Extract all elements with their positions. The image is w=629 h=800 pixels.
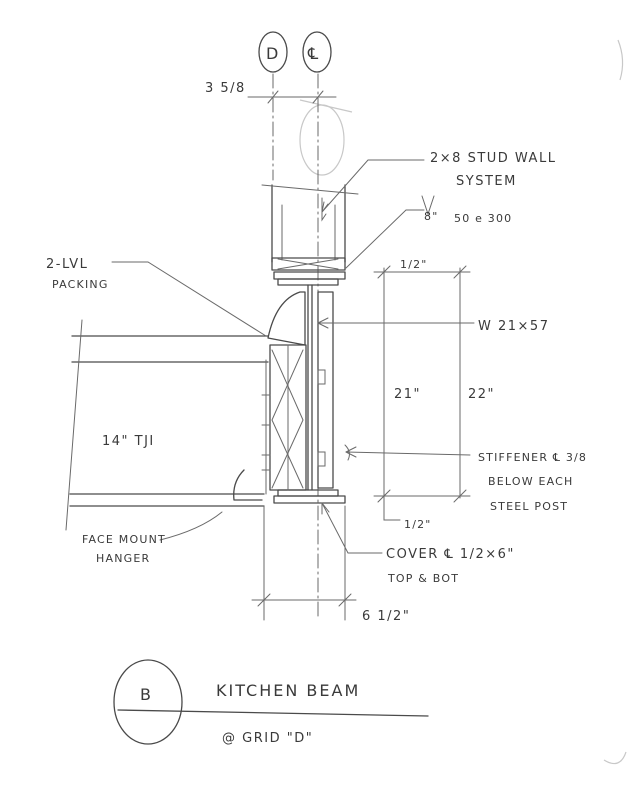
- tick: [377, 489, 391, 503]
- bottom-flange-cover-plate: [273, 495, 346, 504]
- lvl-label-2: PACKING: [52, 278, 109, 291]
- stud-arrow-mark: [321, 197, 327, 222]
- title-text: KITCHEN BEAM: [216, 681, 360, 700]
- arrowhead: [321, 201, 329, 213]
- stiffener-label-1: STIFFENER ℄ 3/8: [478, 451, 587, 464]
- tji-break-line: [65, 319, 83, 531]
- top-flange-cover-plate: [273, 271, 346, 280]
- tick: [257, 593, 271, 607]
- tji-label: 14" TJI: [102, 434, 155, 449]
- stud-wall-label-1: 2×8 STUD WALL: [430, 151, 556, 166]
- plate-hatch: [277, 258, 339, 270]
- tick: [338, 593, 352, 607]
- title-underline: [117, 709, 429, 717]
- half-top-label: 1/2": [400, 258, 428, 271]
- stiffener-bolt: [317, 451, 326, 467]
- half-bottom-label: 1/2": [404, 518, 432, 531]
- tick: [377, 265, 391, 279]
- bottom-flange: [277, 489, 339, 497]
- tick: [453, 489, 467, 503]
- stud-spacing-a: 8": [424, 210, 438, 223]
- grid-bubble-cl: [302, 31, 332, 73]
- beam-label: W 21×57: [478, 319, 549, 334]
- sole-plate: [271, 257, 346, 271]
- cover-label-2: TOP & BOT: [387, 572, 459, 585]
- stud-spacing-b: 50 e 300: [454, 212, 512, 225]
- cover-leader: [321, 502, 383, 554]
- arrowhead: [345, 446, 357, 458]
- cover-label-1: COVER ℄ 1/2×6": [386, 547, 515, 562]
- width-bottom-label: 6 1/2": [362, 609, 410, 624]
- hanger-leader: [159, 511, 223, 541]
- stud-wall-leader: [321, 159, 425, 213]
- arrowhead: [317, 317, 329, 329]
- stud-spacing-leader: [345, 209, 425, 269]
- lvl-packing-wedge: [267, 291, 306, 346]
- scan-ghost-marks: [299, 39, 627, 765]
- stiffener-bolt: [317, 369, 326, 385]
- grid-bubble-d-label: D: [266, 44, 280, 63]
- depth-22-label: 22": [468, 387, 495, 402]
- lvl-label-1: 2-LVL: [46, 257, 88, 272]
- hanger-label-2: HANGER: [96, 552, 150, 565]
- hanger-label-1: FACE MOUNT: [82, 533, 166, 546]
- stud-wall-label-2: SYSTEM: [456, 174, 517, 189]
- spacing-mark: [421, 195, 435, 216]
- detail-bubble: [113, 659, 183, 745]
- hanger-nails: [261, 394, 271, 471]
- top-offset-label: 3 5/8: [205, 81, 246, 96]
- stiffener-leader: [345, 451, 471, 456]
- depth-21-label: 21": [394, 387, 421, 402]
- stiffener-plate: [317, 291, 334, 489]
- stud-wall-top-line: [261, 184, 359, 195]
- arrowhead: [321, 502, 330, 515]
- stiffener-label-3: STEEL POST: [490, 500, 568, 513]
- stiffener-label-2: BELOW EACH: [488, 475, 574, 488]
- subtitle-text: @ GRID "D": [222, 731, 313, 746]
- bottom-half-leader: [383, 497, 401, 521]
- lvl-leader: [111, 261, 267, 337]
- grid-bubble-d: [258, 31, 288, 73]
- tick: [453, 265, 467, 279]
- grid-bubble-cl-label: ℄: [307, 44, 320, 63]
- tick: [267, 90, 279, 104]
- detail-id: B: [140, 685, 153, 704]
- top-flange: [277, 278, 339, 286]
- hanger-seat: [233, 469, 263, 501]
- tick: [312, 90, 324, 104]
